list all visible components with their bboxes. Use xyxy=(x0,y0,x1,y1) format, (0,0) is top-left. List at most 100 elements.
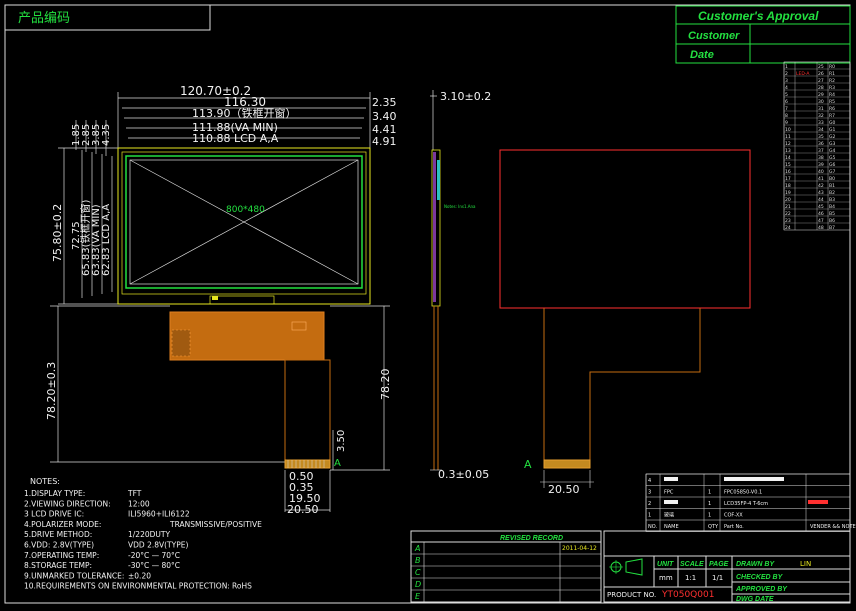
pin-cell: 10 xyxy=(785,127,791,133)
pin-cell: 9 xyxy=(785,120,788,126)
pin-cell: 40 xyxy=(818,169,824,175)
revision-row-label: E xyxy=(415,592,421,601)
panel-outline xyxy=(117,147,371,305)
pin-cell: 32 xyxy=(818,113,824,119)
fpc-tail xyxy=(284,359,331,461)
dim-top-1: 116.30 xyxy=(224,95,266,109)
bom-cell: VENDER && NOTE xyxy=(810,524,856,530)
pin-cell: 1 xyxy=(785,64,788,70)
pin-cell: R2 xyxy=(829,78,835,84)
note-label: 4.POLARIZER MODE: xyxy=(24,520,101,529)
pin-cell: 36 xyxy=(818,141,824,147)
page-label: PAGE xyxy=(709,561,729,568)
pin-cell: B1 xyxy=(829,183,835,189)
pin-cell: 3 xyxy=(785,78,788,84)
pin-cell: 6 xyxy=(785,99,788,105)
note-label: 3 LCD DRIVE IC: xyxy=(24,510,84,519)
dim-bottom-2: 19.50 xyxy=(289,492,321,505)
pin-cell: R0 xyxy=(829,64,835,70)
pin-cell: 11 xyxy=(785,134,791,140)
note-label: 9.UNMARKED TOLERANCE: xyxy=(24,571,124,580)
pin-cell: 13 xyxy=(785,148,791,154)
dim-top-2: 113.90（铁框开窗） xyxy=(192,106,297,120)
note-label: 1.DISPLAY TYPE: xyxy=(24,489,85,498)
pin-cell: R4 xyxy=(829,92,835,98)
dim-top-0: 120.70±0.2 xyxy=(180,84,251,98)
revision-row-label: C xyxy=(415,568,421,577)
pin-cell: 34 xyxy=(818,127,824,133)
pin-cell: 29 xyxy=(818,92,824,98)
bom-cell: 4 xyxy=(648,478,651,484)
pin-cell: G0 xyxy=(829,120,835,126)
revision-row-label: B xyxy=(415,556,421,565)
pin-cell: 41 xyxy=(818,176,824,182)
note-value: TRANSMISSIVE/POSITIVE xyxy=(169,520,262,529)
scale-label: SCALE xyxy=(680,561,704,568)
dim-side-thickness: 3.10±0.2 xyxy=(440,90,491,103)
pin-cell: 14 xyxy=(785,155,791,161)
note-value: ±0.20 xyxy=(128,571,151,580)
pin-cell: 18 xyxy=(785,183,791,189)
dwg-date-label: DWG DATE xyxy=(736,596,774,603)
dim-top-right-3: 4.91 xyxy=(372,135,397,148)
dim-left-v-1: 72.75 xyxy=(71,221,82,250)
pin-cell: G7 xyxy=(829,169,835,175)
product-code-title: 产品编码 xyxy=(18,11,70,26)
pin-cell: LED-A xyxy=(796,71,810,77)
pin-cell: R6 xyxy=(829,106,835,112)
pin-cell: 43 xyxy=(818,190,824,196)
pin-cell: R1 xyxy=(829,71,835,77)
bom-cell: 1 xyxy=(648,513,651,519)
pin-cell: B7 xyxy=(829,225,835,231)
pin-cell: 44 xyxy=(818,197,824,203)
title-footer: UNIT SCALE PAGE mm 1:1 1/1 DRAWN BY LIN … xyxy=(603,530,851,603)
pin-cell: B4 xyxy=(829,204,835,210)
bom-cell: 2 xyxy=(648,501,651,507)
note-value: RoHS xyxy=(232,582,252,591)
dim-fpc-tail: 3.50 xyxy=(336,430,347,452)
pin-cell: 35 xyxy=(818,134,824,140)
drawing-frame xyxy=(4,4,851,604)
pin-cell: 28 xyxy=(818,85,824,91)
pin-cell: 5 xyxy=(785,92,788,98)
pin-cell: B5 xyxy=(829,211,835,217)
note-value: -20°C — 70°C xyxy=(128,551,180,560)
pin-cell: B2 xyxy=(829,190,835,196)
front-view: 800*480 A 120.70±0.2 116.30 113.90（铁框开窗）… xyxy=(45,84,397,516)
bom-cell: 3 xyxy=(648,490,651,496)
pin-cell: 33 xyxy=(818,120,824,126)
bom-cell: NO. xyxy=(648,524,657,530)
dim-bottom-3: 20.50 xyxy=(287,503,319,516)
side-note: Notes: Ins1.Ana xyxy=(444,204,476,209)
note-label: 2.VIEWING DIRECTION: xyxy=(24,499,111,508)
pin-cell: B0 xyxy=(829,176,835,182)
dim-back-bottom: 20.50 xyxy=(548,483,580,496)
pin-cell: 39 xyxy=(818,162,824,168)
pin-cell: 19 xyxy=(785,190,791,196)
pin-cell: 22 xyxy=(785,211,791,217)
bom-cell: 玻璃 xyxy=(664,512,674,519)
pin-cell: 47 xyxy=(818,218,824,224)
dim-left-v-3: 63.83(VA MIN) xyxy=(91,204,102,276)
dim-bottom-1: 0.35 xyxy=(289,481,314,494)
note-label: 6.VDD: 2.8V(TYPE) xyxy=(24,541,94,550)
notes-heading: NOTES: xyxy=(30,477,60,486)
customer-approval-block: Customer's Approval Customer Date xyxy=(675,5,851,64)
date-label: Date xyxy=(690,49,714,61)
revision-row-label: D xyxy=(415,580,421,589)
resolution-label: 800*480 xyxy=(226,205,265,215)
dim-top-right-0: 2.35 xyxy=(372,96,397,109)
pin-cell: 4 xyxy=(785,85,788,91)
customer-label: Customer xyxy=(688,30,740,42)
pin-cell: 8 xyxy=(785,113,788,119)
product-no-label: PRODUCT NO. xyxy=(607,591,656,599)
note-label: 5.DRIVE METHOD: xyxy=(24,530,92,539)
active-area xyxy=(125,155,363,289)
pin-cell: 46 xyxy=(818,211,824,217)
bom-cell: LCD35FP-4 T-6cm xyxy=(724,501,768,507)
pin-cell: 26 xyxy=(818,71,824,77)
pin-cell: G5 xyxy=(829,155,835,161)
dim-left-top-3: 4.35 xyxy=(101,124,112,146)
